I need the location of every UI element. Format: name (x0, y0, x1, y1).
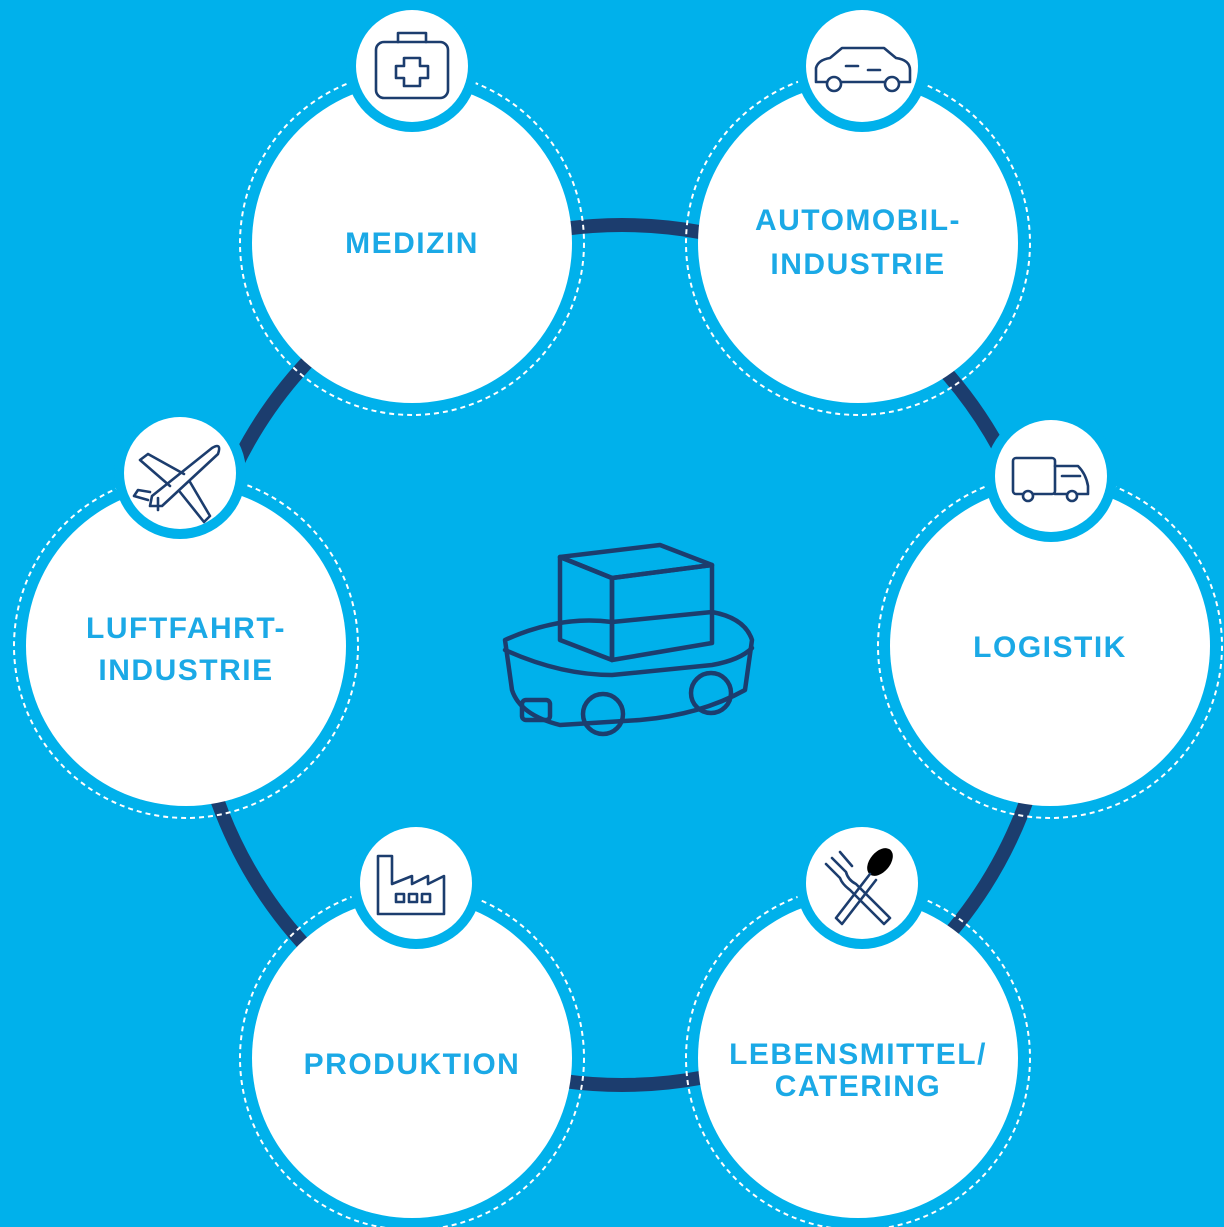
node-produktion: PRODUKTION (239, 817, 585, 1227)
icon-badge-inner (356, 10, 468, 122)
node-medizin: MEDIZIN (239, 0, 585, 416)
node-circle (252, 898, 572, 1218)
node-label-produktion: PRODUKTION (304, 1048, 521, 1081)
truck-icon (1011, 456, 1090, 503)
node-luftfahrt: LUFTFAHRT- INDUSTRIE (13, 407, 359, 819)
node-circle (890, 486, 1210, 806)
node-label-medizin: MEDIZIN (345, 227, 479, 260)
node-label-automobil-2: INDUSTRIE (770, 248, 945, 281)
node-label-lebensmittel-2: CATERING (775, 1070, 941, 1103)
car-icon (814, 46, 912, 93)
airplane-icon (132, 444, 221, 524)
node-circle (698, 898, 1018, 1218)
node-label-logistik: LOGISTIK (973, 631, 1127, 664)
node-lebensmittel: LEBENSMITTEL/ CATERING (685, 817, 1031, 1227)
factory-icon (376, 854, 446, 916)
medical-kit-icon (374, 31, 450, 100)
node-label-luftfahrt-2: INDUSTRIE (98, 654, 273, 687)
icon-badge-inner (995, 420, 1107, 532)
node-label-luftfahrt-1: LUFTFAHRT- (86, 612, 286, 645)
node-automobil: AUTOMOBIL- INDUSTRIE (685, 0, 1031, 416)
fork-spoon-icon (824, 848, 893, 926)
node-label-automobil-1: AUTOMOBIL- (755, 204, 961, 237)
node-label-lebensmittel-1: LEBENSMITTEL/ (729, 1038, 987, 1071)
node-circle (26, 486, 346, 806)
node-logistik: LOGISTIK (877, 410, 1223, 819)
delivery-robot-icon (502, 542, 755, 737)
node-circle (252, 83, 572, 403)
node-circle (698, 83, 1018, 403)
icon-badge-inner (806, 10, 918, 122)
